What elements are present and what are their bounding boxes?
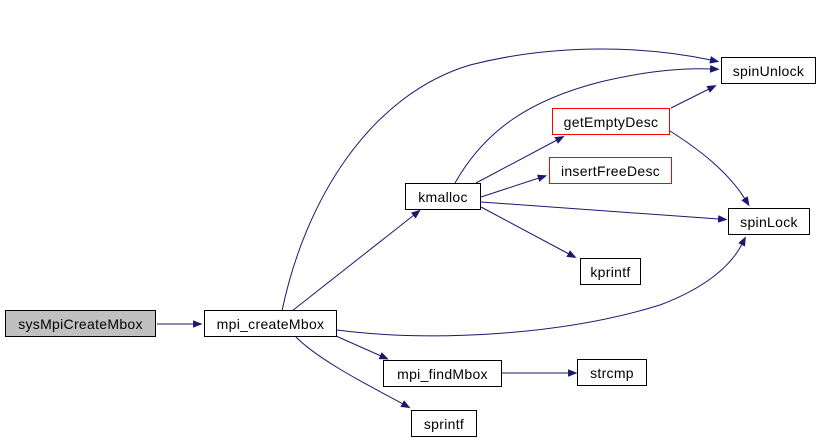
edge-kmalloc-spinUnlock <box>454 65 720 184</box>
edge-kmalloc-getEmptyDesc <box>475 135 565 184</box>
node-spinUnlock[interactable]: spinUnlock <box>721 57 816 84</box>
edge-kmalloc-spinLock <box>480 201 728 223</box>
edge-kmalloc-insertFreeDesc <box>480 174 548 198</box>
node-kmalloc[interactable]: kmalloc <box>405 183 481 210</box>
edge-mpi_createMbox-spinUnlock <box>281 48 720 312</box>
node-getEmptyDesc[interactable]: getEmptyDesc <box>552 108 670 135</box>
node-strcmp[interactable]: strcmp <box>577 359 647 386</box>
edge-getEmptyDesc-spinLock <box>669 130 750 207</box>
node-sysMpiCreateMbox: sysMpiCreateMbox <box>5 310 156 337</box>
edge-mpi_createMbox-mpi_findMbox <box>335 335 389 360</box>
edge-kmalloc-kprintf <box>480 206 577 259</box>
node-sprintf[interactable]: sprintf <box>411 410 477 437</box>
node-insertFreeDesc[interactable]: insertFreeDesc <box>549 157 672 184</box>
node-mpi_findMbox[interactable]: mpi_findMbox <box>383 360 502 387</box>
edge-getEmptyDesc-spinUnlock <box>670 85 717 109</box>
node-spinLock[interactable]: spinLock <box>728 208 810 235</box>
edge-mpi_createMbox-spinLock <box>336 236 746 337</box>
edge-mpi_createMbox-sprintf <box>294 335 411 409</box>
edge-mpi_createMbox-kmalloc <box>291 209 421 312</box>
node-mpi_createMbox[interactable]: mpi_createMbox <box>204 310 337 337</box>
node-kprintf[interactable]: kprintf <box>580 258 641 285</box>
